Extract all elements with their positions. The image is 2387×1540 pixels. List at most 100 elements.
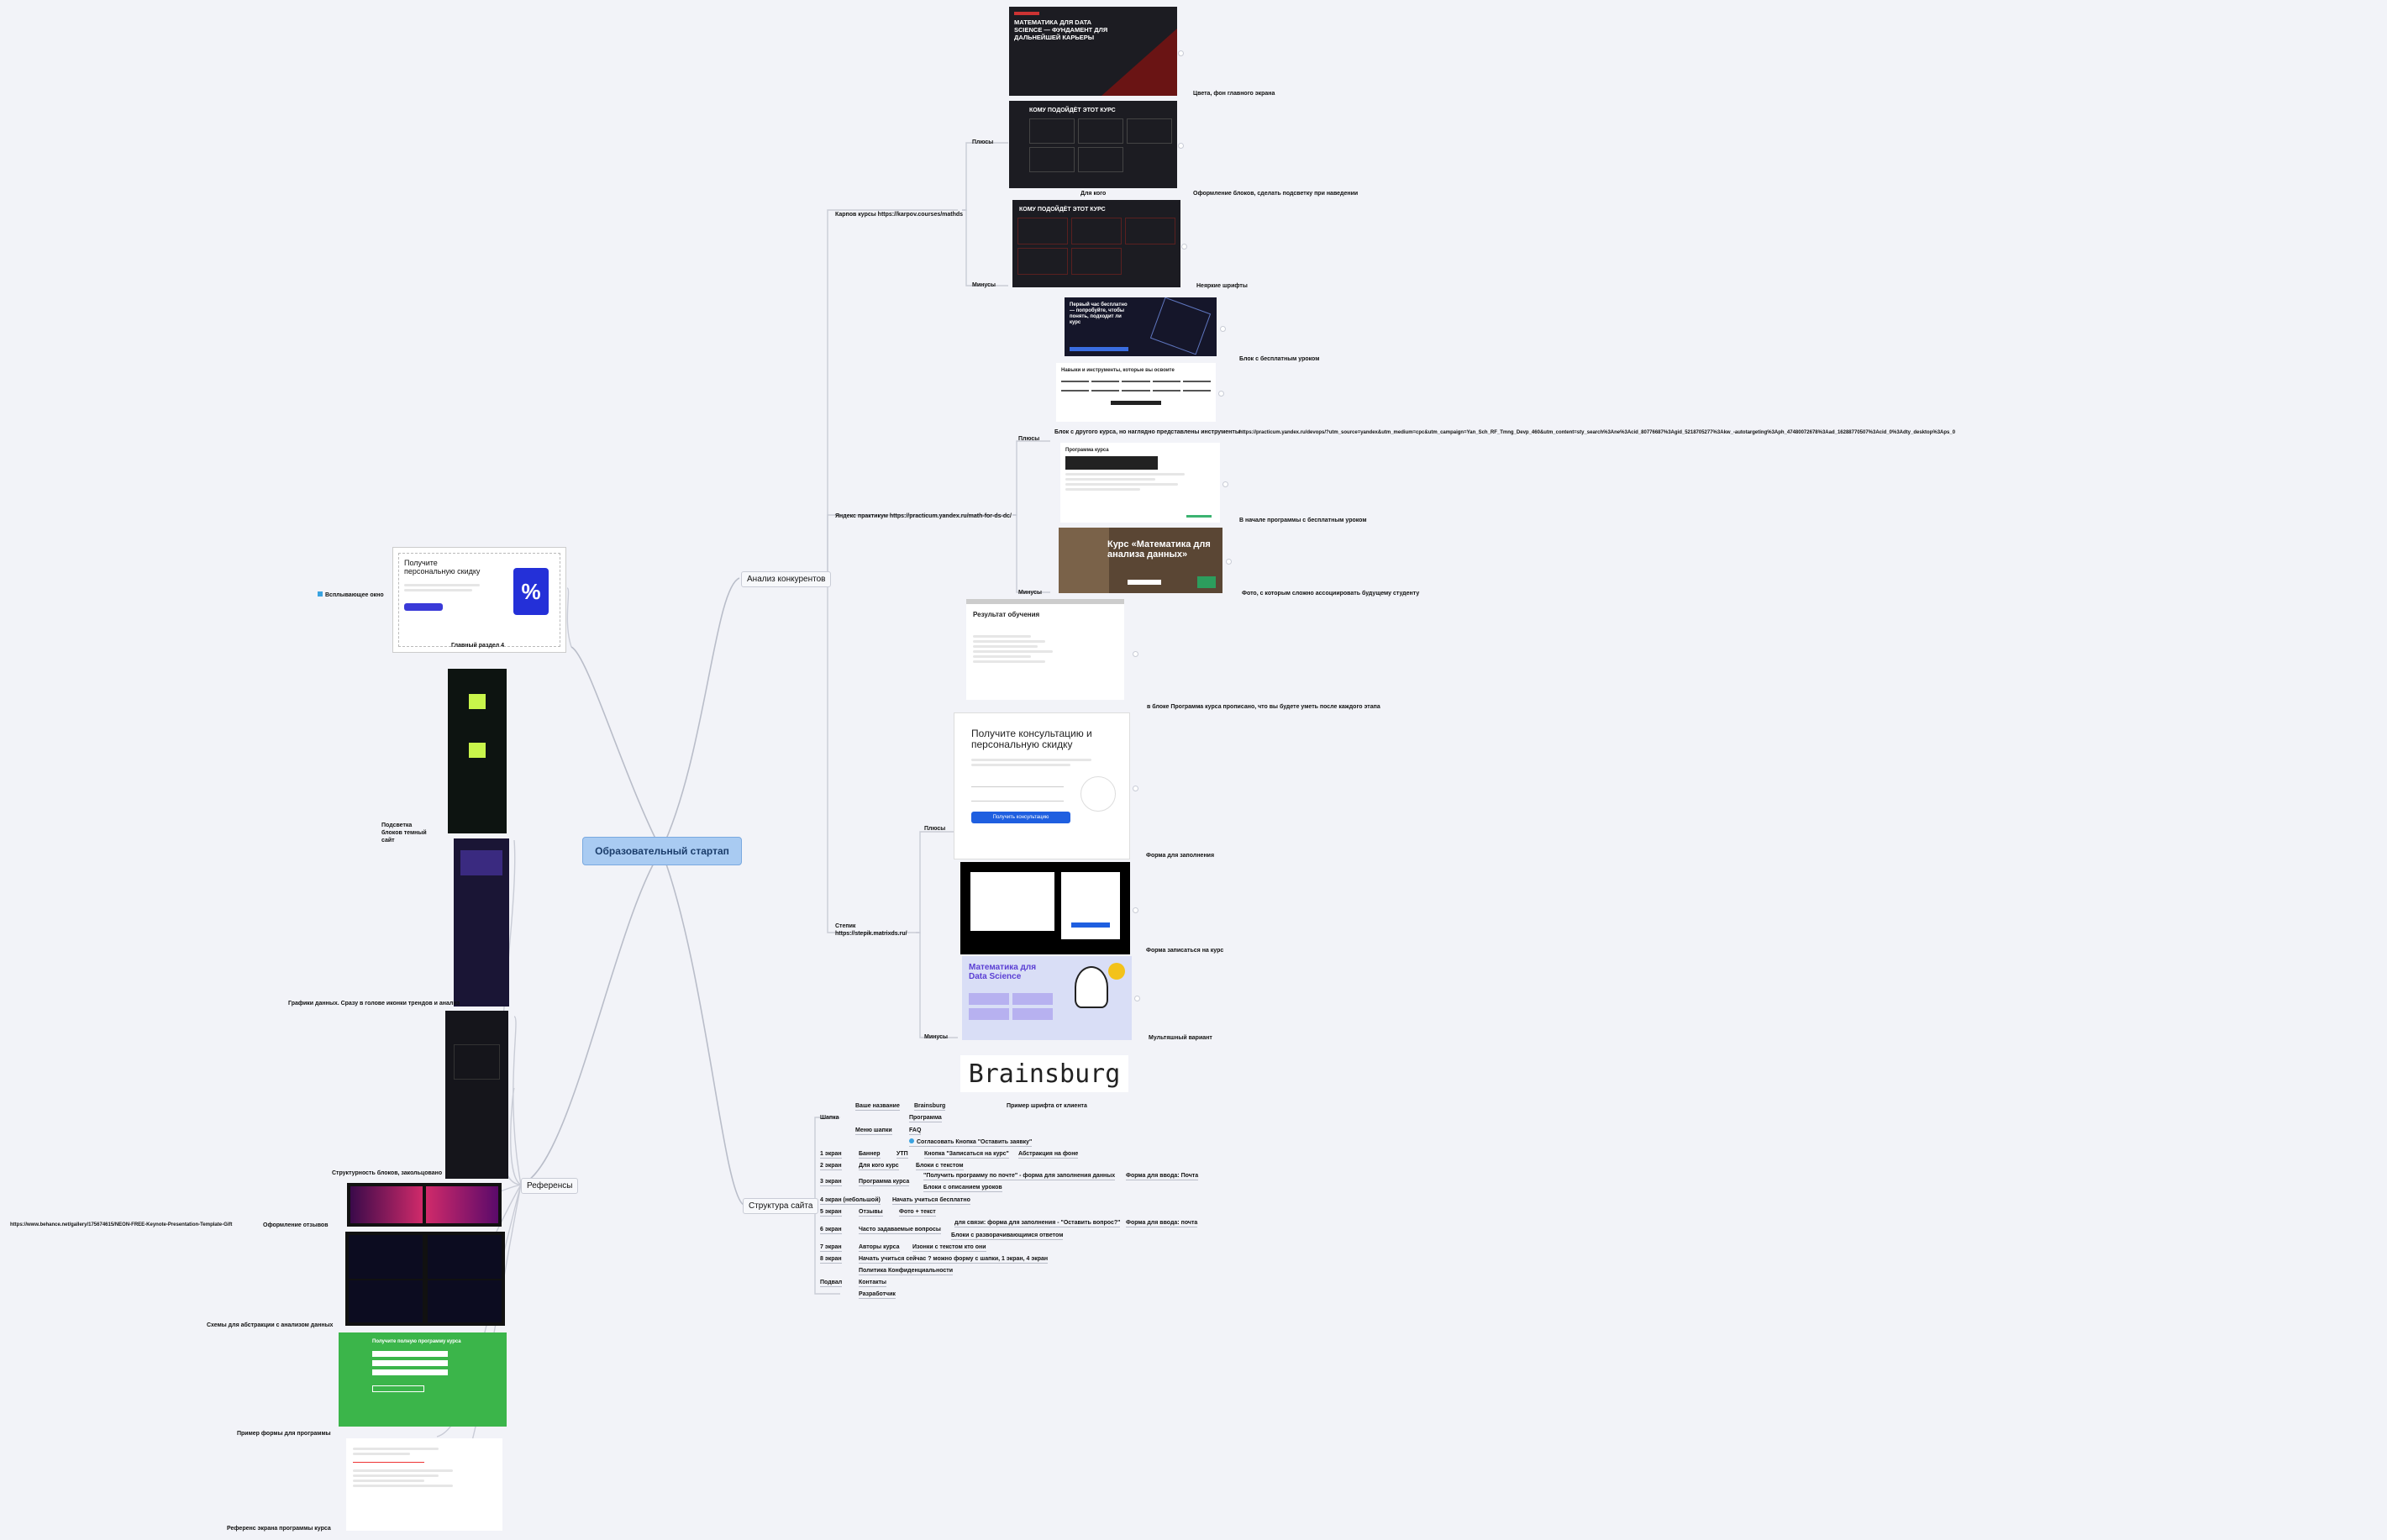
stepik-minuses[interactable]: Минусы: [924, 1034, 948, 1040]
structure-screen6-question-form[interactable]: для связи: форма для заполнения - "Остав…: [954, 1220, 1121, 1227]
yandex-pluses[interactable]: Плюсы: [1018, 436, 1040, 442]
structure-key-screen-6[interactable]: 6 экран: [820, 1227, 842, 1234]
ref-program-screenshot: [346, 1438, 502, 1531]
collapse-toggle[interactable]: [1181, 244, 1187, 250]
structure-footer-developer[interactable]: Разработчик: [859, 1291, 896, 1299]
structure-screen8-start-now[interactable]: Начать учиться сейчас ? можно форму с ша…: [859, 1256, 1049, 1264]
structure-screen3-email-form[interactable]: Форма для ввода: Почта: [1126, 1173, 1199, 1180]
branch-site-structure[interactable]: Структура сайта: [743, 1198, 819, 1214]
structure-key-screen-5[interactable]: 5 экран: [820, 1209, 842, 1217]
structure-screen3-lesson-blocks[interactable]: Блоки с описанием уроков: [923, 1185, 1002, 1192]
ref-green-form-screenshot: Получите полную программу курса: [339, 1332, 507, 1427]
stepik-result-screenshot: Результат обучения: [966, 599, 1124, 700]
collapse-toggle[interactable]: [1226, 559, 1232, 565]
ref-green-form-title: Получите полную программу курса: [372, 1339, 461, 1344]
ref-green-form-note: Пример формы для программы: [237, 1431, 331, 1437]
karpov-pluses[interactable]: Плюсы: [972, 139, 994, 145]
yandex-note-tools-url[interactable]: https://practicum.yandex.ru/devops/?utm_…: [1239, 430, 1956, 435]
structure-menu-faq[interactable]: FAQ: [909, 1127, 922, 1135]
structure-screen2-text-blocks[interactable]: Блоки с текстом: [916, 1163, 964, 1170]
ref-behance-url[interactable]: https://www.behance.net/gallery/17567461…: [10, 1222, 233, 1227]
structure-screen3-program[interactable]: Программа курса: [859, 1179, 910, 1186]
stepik-cartoon-screenshot: Математика для Data Science: [962, 956, 1132, 1040]
structure-screen5-reviews[interactable]: Отзывы: [859, 1209, 883, 1217]
info-icon: [318, 591, 323, 597]
karpov-who-title-2: КОМУ ПОДОЙДЁТ ЭТОТ КУРС: [1019, 207, 1106, 213]
ref-structured-note: Структурность блоков, закольцовано: [332, 1170, 443, 1176]
structure-screen6-email-form[interactable]: Форма для ввода: почта: [1126, 1220, 1198, 1227]
stepik-ds-title: Математика для Data Science: [969, 963, 1037, 981]
structure-menu-program[interactable]: Программа: [909, 1115, 942, 1122]
structure-screen3-get-program[interactable]: "Получить программу по почте" - форма дл…: [923, 1173, 1116, 1180]
stepik-pluses[interactable]: Плюсы: [924, 826, 946, 832]
structure-screen7-author-icons[interactable]: Изонки с текстом кто они: [912, 1244, 986, 1252]
structure-screen1-banner[interactable]: Баннер: [859, 1151, 881, 1159]
ref-dark-site-note: Подсветка блоков темный сайт: [381, 823, 427, 844]
yandex-note-tools: Блок с другого курса, но наглядно предст…: [1054, 429, 1240, 435]
yandex-program-title: Программа курса: [1065, 448, 1109, 453]
structure-screen7-authors[interactable]: Авторы курса: [859, 1244, 900, 1252]
central-topic[interactable]: Образовательный стартап: [582, 837, 742, 865]
stepik-enroll-screenshot: [960, 862, 1130, 954]
yandex-free-title: Первый час бесплатно — попробуйте, чтобы…: [1070, 302, 1128, 325]
info-icon: [909, 1138, 914, 1143]
yandex-minuses[interactable]: Минусы: [1018, 590, 1042, 596]
structure-screen2-for-whom[interactable]: Для кого курс: [859, 1163, 899, 1170]
karpov-who-screenshot-2: КОМУ ПОДОЙДЁТ ЭТОТ КУРС: [1012, 200, 1180, 287]
structure-key-screen-3[interactable]: 3 экран: [820, 1179, 842, 1186]
structure-key-screen-2[interactable]: 2 экран: [820, 1163, 842, 1170]
structure-header-name[interactable]: Ваше название: [855, 1103, 900, 1111]
collapse-toggle[interactable]: [1133, 907, 1138, 913]
collapse-toggle[interactable]: [1178, 50, 1184, 56]
structure-key-header[interactable]: Шапка: [820, 1115, 839, 1121]
structure-screen1-abstract[interactable]: Абстракция на фоне: [1018, 1151, 1079, 1159]
ref-reviews-screenshot: [347, 1183, 502, 1227]
structure-footer-contacts[interactable]: Контакты: [859, 1280, 887, 1287]
ref-reviews-note: Оформление отзывов: [263, 1222, 329, 1228]
yandex-label[interactable]: Яндекс практикум https://practicum.yande…: [835, 513, 1012, 519]
karpov-hero-screenshot: МАТЕМАТИКА ДЛЯ DATA SCIENCE — ФУНДАМЕНТ …: [1009, 7, 1177, 96]
karpov-note-for-whom: Для кого: [1080, 191, 1107, 197]
karpov-minuses[interactable]: Минусы: [972, 282, 996, 288]
karpov-who-screenshot: КОМУ ПОДОЙДЁТ ЭТОТ КУРС: [1009, 101, 1177, 188]
karpov-hero-title: МАТЕМАТИКА ДЛЯ DATA SCIENCE — ФУНДАМЕНТ …: [1014, 18, 1108, 41]
structure-screen5-photo-text[interactable]: Фото + текст: [899, 1209, 936, 1217]
structure-footer-privacy[interactable]: Политика Конфиденциальности: [859, 1268, 954, 1275]
structure-menu-leave-request[interactable]: Согласовать Кнопка "Оставить заявку": [909, 1138, 1033, 1147]
collapse-toggle[interactable]: [1218, 391, 1224, 397]
ref-popup-screenshot: Получите персональную скидку %: [392, 547, 566, 653]
ref-graphs-screenshot: [454, 838, 509, 1007]
structure-key-screen-1[interactable]: 1 экран: [820, 1151, 842, 1159]
branch-references[interactable]: Референсы: [521, 1178, 579, 1194]
structure-key-screen-8[interactable]: 8 экран: [820, 1256, 842, 1264]
ref-graphs-note: Графики данных. Сразу в голове иконки тр…: [288, 1001, 460, 1007]
structure-screen4-start-free[interactable]: Начать учиться бесплатно: [892, 1197, 970, 1205]
collapse-toggle[interactable]: [1134, 996, 1140, 1001]
karpov-note-colors: Цвета, фон главного экрана: [1193, 91, 1275, 97]
structure-screen6-faq[interactable]: Часто задаваемые вопросы: [859, 1227, 941, 1234]
structure-screen1-usp[interactable]: УТП: [896, 1151, 908, 1159]
structure-key-screen-7[interactable]: 7 экран: [820, 1244, 842, 1252]
branch-competitor-analysis[interactable]: Анализ конкурентов: [741, 571, 832, 587]
ref-schemes-screenshot: [345, 1232, 505, 1326]
structure-screen6-answer-blocks[interactable]: Блоки с разворачивающимся ответом: [951, 1233, 1064, 1240]
karpov-label[interactable]: Карпов курсы https://karpov.courses/math…: [835, 212, 964, 218]
yandex-note-free: Блок с бесплатным уроком: [1239, 356, 1320, 362]
structure-key-footer[interactable]: Подвал: [820, 1280, 843, 1287]
yandex-tools-screenshot: Навыки и инструменты, которые вы освоите: [1056, 363, 1216, 422]
stepik-note-cartoon: Мультяшный вариант: [1149, 1035, 1212, 1041]
brand-wordmark: Brainsburg: [968, 1059, 1121, 1089]
collapse-toggle[interactable]: [1222, 481, 1228, 487]
ref-popup-title: Получите персональную скидку: [404, 559, 481, 576]
structure-key-header-menu[interactable]: Меню шапки: [855, 1127, 892, 1135]
brand-font-example: Brainsburg: [960, 1055, 1128, 1092]
structure-header-brand[interactable]: Brainsburg: [914, 1103, 946, 1111]
structure-screen1-enroll[interactable]: Кнопка "Записаться на курс": [924, 1151, 1009, 1159]
collapse-toggle[interactable]: [1133, 786, 1138, 791]
collapse-toggle[interactable]: [1220, 326, 1226, 332]
collapse-toggle[interactable]: [1133, 651, 1138, 657]
structure-key-screen-4[interactable]: 4 экран (небольшой): [820, 1197, 881, 1205]
karpov-note-blocks: Оформление блоков, сделать подсветку при…: [1193, 191, 1359, 197]
stepik-label[interactable]: Степик https://stepik.matrixds.ru/: [835, 923, 907, 937]
collapse-toggle[interactable]: [1178, 143, 1184, 149]
